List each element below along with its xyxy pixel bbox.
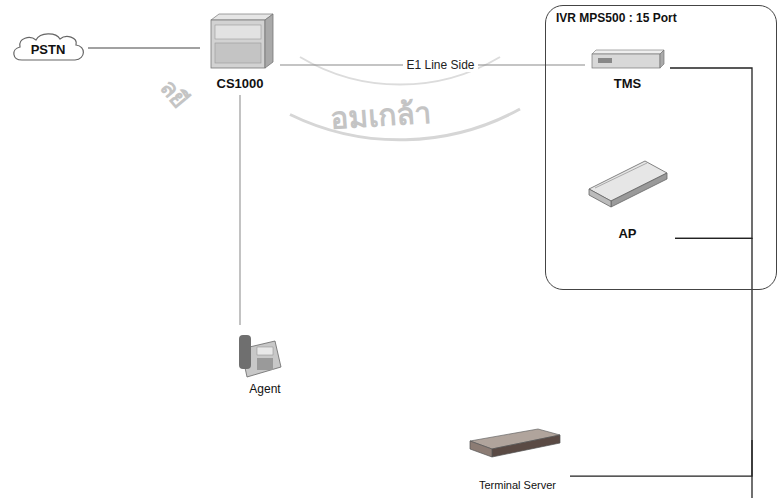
unit-front — [592, 54, 660, 68]
terminal-front — [492, 435, 560, 457]
cs1000-icon — [205, 12, 275, 72]
cabinet-front — [211, 20, 265, 68]
phone-display — [257, 347, 273, 355]
terminal-server: Terminal Server — [465, 425, 570, 495]
cabinet-panel — [215, 43, 261, 63]
watermark-text: อมเกล้า — [328, 89, 432, 143]
connector-line — [570, 238, 752, 476]
terminal-side — [470, 441, 492, 457]
server-rail — [595, 163, 647, 188]
server-front — [611, 173, 667, 207]
phone-keypad — [257, 358, 273, 370]
unit-side — [660, 50, 664, 68]
system-group: IVR MPS500 : 15 PortTMS AP — [545, 5, 777, 290]
tms-icon — [590, 48, 665, 70]
agent-phone: Agent — [230, 325, 300, 400]
term-icon — [468, 427, 563, 459]
node-label: Agent — [249, 383, 280, 397]
node-label: CS1000 — [217, 77, 264, 92]
node-label: PSTN — [31, 43, 66, 58]
cabinet-side — [265, 14, 273, 68]
ap-server: AP — [580, 150, 675, 245]
node-label: TMS — [614, 77, 641, 92]
cloud-node: PSTN — [8, 30, 88, 66]
unit-led — [598, 58, 612, 63]
cabinet-panel — [215, 25, 261, 39]
cloud-outline — [14, 34, 84, 60]
node-label: IVR MPS500 : 15 Port — [556, 12, 677, 26]
phone-icon — [235, 327, 285, 379]
watermark-text: ลยี — [150, 70, 199, 117]
watermark-ring — [300, 57, 500, 85]
connector-line — [670, 68, 752, 238]
edge-label: E1 Line Side — [403, 58, 477, 72]
unit-top — [592, 50, 664, 54]
ap-icon — [585, 155, 670, 215]
pbx-device: CS1000 — [200, 10, 280, 95]
node-label: AP — [618, 227, 636, 242]
phone-handset — [239, 335, 251, 369]
connector-line — [88, 47, 200, 48]
server-side — [589, 189, 611, 207]
tms-unit: TMS — [585, 45, 670, 95]
connector-line — [239, 95, 240, 325]
cabinet-top — [211, 14, 273, 20]
node-label: Terminal Server — [479, 479, 556, 492]
